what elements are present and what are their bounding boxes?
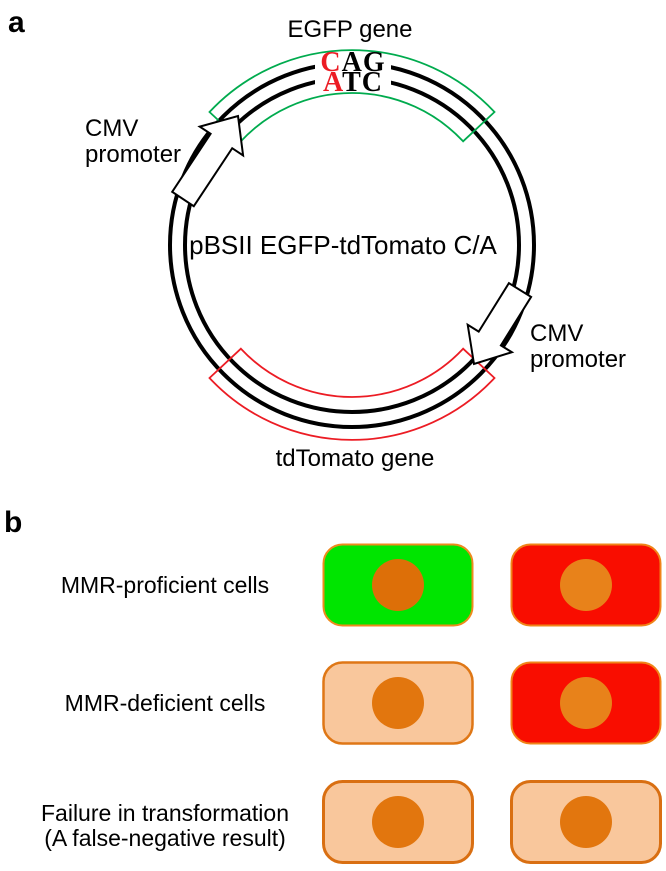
cell-nucleus (560, 677, 612, 729)
sequence-bottom-strand: ATC (323, 67, 383, 98)
plasmid-name: pBSII EGFP-tdTomato C/A (189, 230, 497, 260)
row-label-line2: (A false-negative result) (44, 825, 286, 851)
row-label-failed-transformation: Failure in transformation(A false-negati… (0, 801, 330, 851)
row-label-mmr-deficient: MMR-deficient cells (64, 690, 266, 716)
row-label-mmr-proficient: MMR-proficient cells (60, 572, 270, 598)
sequence-bottom-rest: TC (342, 67, 383, 98)
cell-mmr-proficient-tdtomato (510, 543, 662, 627)
cell-mmr-proficient-egfp (322, 543, 474, 627)
row-label-line1: Failure in transformation (41, 800, 289, 826)
cmv-promoter-left-label-line1: CMV (85, 115, 138, 142)
cmv-promoter-right-label-line2: promoter (530, 346, 626, 373)
plasmid-map: a EGFP gene tdTomato gene pBSII EGFP-tdT… (8, 6, 626, 472)
cell-failed-transformation-right (510, 780, 662, 864)
promoter-arrow-right-icon (466, 281, 533, 366)
cell-mmr-deficient-tdtomato (510, 661, 662, 745)
egfp-gene-label: EGFP gene (288, 16, 413, 43)
cell-nucleus (372, 559, 424, 611)
cell-nucleus (372, 796, 424, 848)
mutated-base-bottom: A (323, 67, 344, 98)
sequence-gap (315, 50, 391, 92)
panel-b-label: b (4, 506, 23, 539)
mutated-base-top: C (320, 47, 341, 78)
cell-mmr-deficient-nonfluorescent (322, 661, 474, 745)
cell-nucleus (372, 677, 424, 729)
sequence-top-rest: AG (342, 47, 386, 78)
cmv-promoter-left-label-line2: promoter (85, 141, 181, 168)
egfp-gene-band (208, 49, 496, 143)
promoter-arrow-left-icon (170, 114, 245, 208)
panel-a-label: a (8, 6, 25, 39)
cell-nucleus (560, 559, 612, 611)
tdtomato-gene-band (208, 347, 496, 441)
cmv-promoter-right-label-line1: CMV (530, 320, 583, 347)
sequence-top-strand: CAG (320, 47, 385, 78)
cell-nucleus (560, 796, 612, 848)
tdtomato-gene-label: tdTomato gene (276, 445, 435, 472)
cell-failed-transformation-left (322, 780, 474, 864)
